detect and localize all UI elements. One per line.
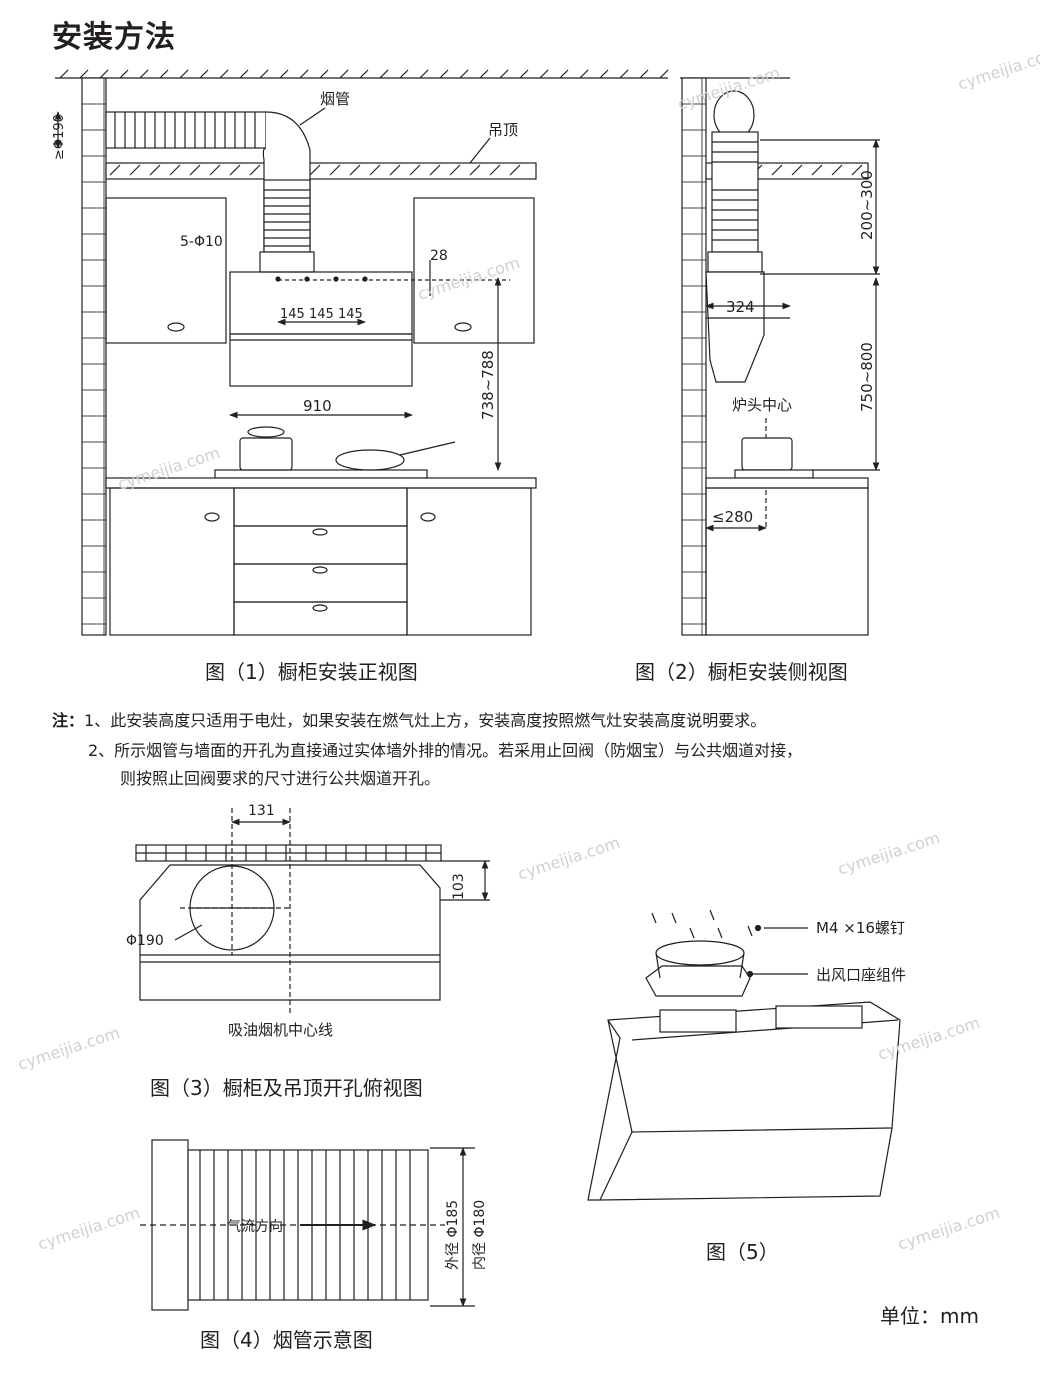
fig1-duct-label: 烟管 <box>320 90 350 108</box>
fig2-caption: 图（2）橱柜安装侧视图 <box>635 660 848 684</box>
watermark-6: cymeijia.com <box>835 828 942 879</box>
watermark-4: cymeijia.com <box>955 43 1040 94</box>
watermark-9: cymeijia.com <box>35 1203 142 1254</box>
fig3-depth-label: 103 <box>451 873 467 900</box>
page-title: 安装方法 <box>52 20 176 55</box>
fig2-upper-label: 200~300 <box>858 170 876 240</box>
note-text-1: 1、此安装高度只适用于电灶，如果安装在燃气灶上方，安装高度按照燃气灶安装高度说明… <box>84 711 767 730</box>
fig2-dist-label: ≤280 <box>712 508 753 526</box>
fig5-screw-label: M4 ×16螺钉 <box>816 919 905 937</box>
fig5-hood <box>587 909 901 1201</box>
note-line-1: 注：1、此安装高度只适用于电灶，如果安装在燃气灶上方，安装高度按照燃气灶安装高度… <box>52 707 766 731</box>
note-prefix: 注： <box>52 711 85 730</box>
fig1-diameter-label: ≥Φ190 <box>52 114 67 160</box>
unit-label: 单位：mm <box>880 1304 979 1328</box>
fig2-lower-label: 750~800 <box>858 342 876 412</box>
fig1-ceiling-label: 吊顶 <box>488 121 518 139</box>
fig1-caption: 图（1）橱柜安装正视图 <box>205 660 418 684</box>
fig1-pitch-3: 145 <box>338 307 363 322</box>
note-line-3: 则按照止回阀要求的尺寸进行公共烟道开孔。 <box>120 769 441 788</box>
fig3-caption: 图（3）橱柜及吊顶开孔俯视图 <box>150 1076 423 1100</box>
fig5-caption: 图（5） <box>706 1240 779 1264</box>
fig1-height-label: 738~788 <box>479 350 497 420</box>
fig1-front-view <box>54 69 669 636</box>
fig3-offset-label: 131 <box>248 803 275 819</box>
fig2-side-view <box>680 77 880 636</box>
fig3-diameter-label: Φ190 <box>126 933 164 949</box>
watermark-10: cymeijia.com <box>895 1203 1002 1254</box>
fig2-depth-label: 324 <box>726 298 755 316</box>
fig1-width-label: 910 <box>303 397 332 415</box>
fig4-caption: 图（4）烟管示意图 <box>200 1328 373 1352</box>
note-line-2: 2、所示烟管与墙面的开孔为直接通过实体墙外排的情况。若采用止回阀（防烟宝）与公共… <box>88 741 803 760</box>
fig1-offset-label: 28 <box>430 248 448 264</box>
fig2-burner-label: 炉头中心 <box>732 396 792 414</box>
fig4-outer-label: 外径 Φ185 <box>445 1200 461 1270</box>
fig1-pitch-2: 145 <box>309 307 334 322</box>
watermark-7: cymeijia.com <box>15 1023 122 1074</box>
fig4-duct <box>140 1139 475 1311</box>
fig3-top-view <box>135 808 490 1015</box>
watermark-5: cymeijia.com <box>515 833 622 884</box>
fig5-outlet-label: 出风口座组件 <box>816 966 906 984</box>
fig1-pitch-1: 145 <box>280 307 305 322</box>
fig1-holes-label: 5-Φ10 <box>180 234 223 250</box>
fig4-flow-label: 气流方向 <box>227 1219 283 1235</box>
fig4-inner-label: 内径 Φ180 <box>472 1200 488 1270</box>
fig3-center-label: 吸油烟机中心线 <box>228 1021 333 1039</box>
